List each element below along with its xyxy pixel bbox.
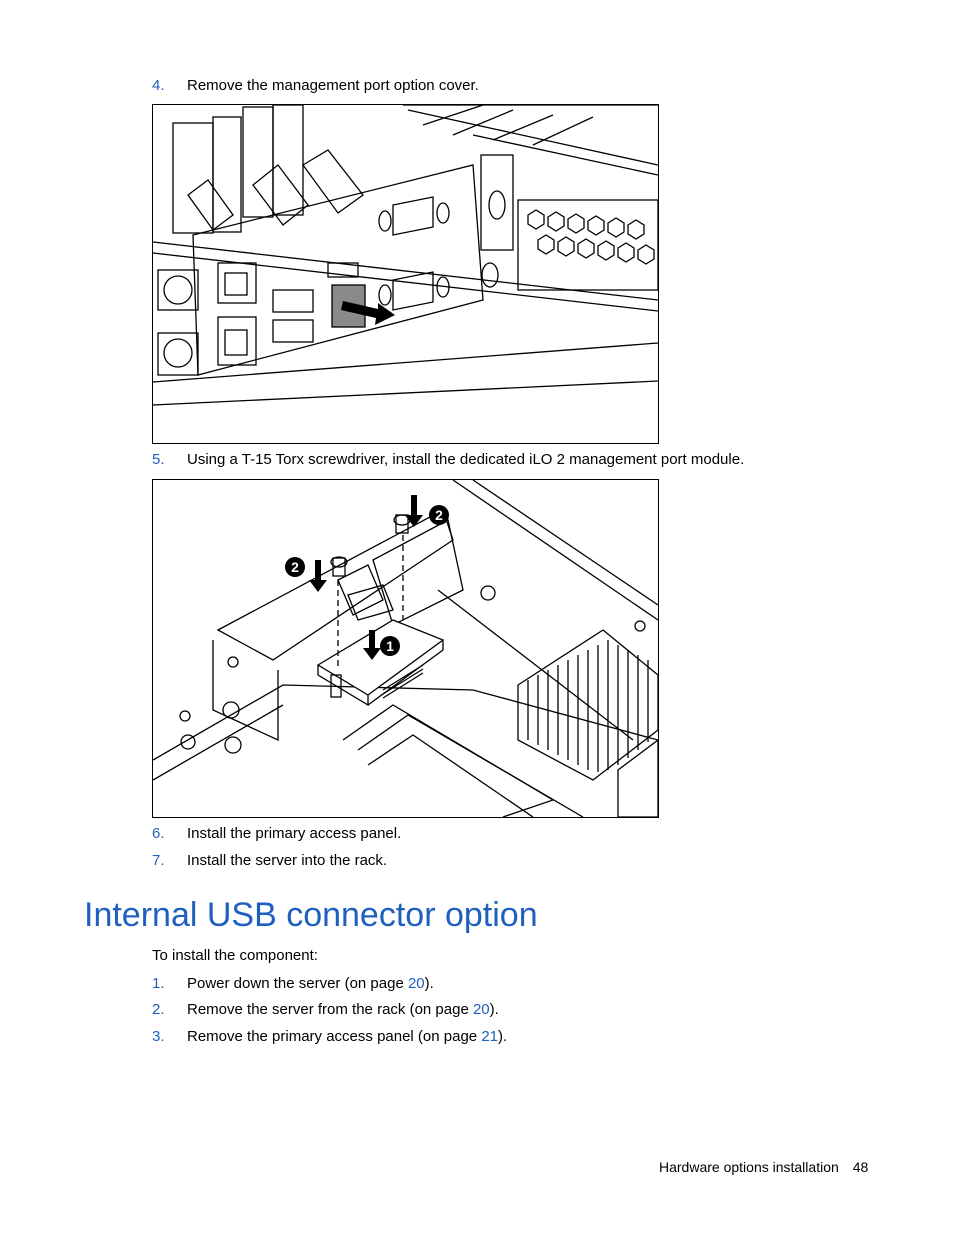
callout-2a: 2 (291, 559, 299, 575)
step-number: 7. (152, 852, 165, 869)
section-intro: To install the component: (152, 947, 318, 964)
step-text: Power down the server (on page (187, 975, 408, 992)
step-5: 5. Using a T-15 Torx screwdriver, install… (152, 451, 744, 469)
step-number: 5. (152, 451, 165, 468)
step-text: Remove the management port option cover. (187, 77, 479, 94)
section-step-1: 1. Power down the server (on page 20). (152, 975, 434, 993)
rear-panel-illustration (153, 105, 658, 406)
step-text-end: ). (489, 1001, 499, 1018)
figure-remove-port-cover (152, 104, 659, 444)
step-text: Install the server into the rack. (187, 852, 388, 869)
figure-install-ilo-module: 2 2 1 (152, 479, 659, 818)
page-number: 48 (852, 1159, 869, 1175)
page-footer: Hardware options installation 48 (659, 1158, 868, 1176)
step-number: 4. (152, 77, 165, 94)
step-6: 6. Install the primary access panel. (152, 825, 401, 843)
step-number: 3. (152, 1028, 165, 1045)
section-step-3: 3. Remove the primary access panel (on pa… (152, 1028, 507, 1046)
step-text: Using a T-15 Torx screwdriver, install t… (187, 451, 745, 468)
section-step-2: 2. Remove the server from the rack (on pa… (152, 1001, 499, 1019)
page-link[interactable]: 20 (472, 1001, 490, 1018)
footer-section: Hardware options installation (659, 1159, 839, 1175)
page-link[interactable]: 21 (481, 1028, 499, 1045)
step-text: Remove the server from the rack (on page (187, 1001, 473, 1018)
callout-1: 1 (386, 638, 394, 654)
step-number: 2. (152, 1001, 165, 1018)
step-7: 7. Install the server into the rack. (152, 852, 387, 870)
step-text-end: ). (498, 1028, 508, 1045)
callout-2b: 2 (435, 507, 443, 523)
step-text-end: ). (424, 975, 434, 992)
step-number: 6. (152, 825, 165, 842)
module-install-illustration: 2 2 1 (153, 480, 658, 817)
step-number: 1. (152, 975, 165, 992)
section-heading: Internal USB connector option (84, 896, 538, 934)
step-4: 4. Remove the management port option cove… (152, 77, 479, 95)
step-text: Remove the primary access panel (on page (187, 1028, 482, 1045)
page-link[interactable]: 20 (407, 975, 425, 992)
step-text: Install the primary access panel. (187, 825, 402, 842)
